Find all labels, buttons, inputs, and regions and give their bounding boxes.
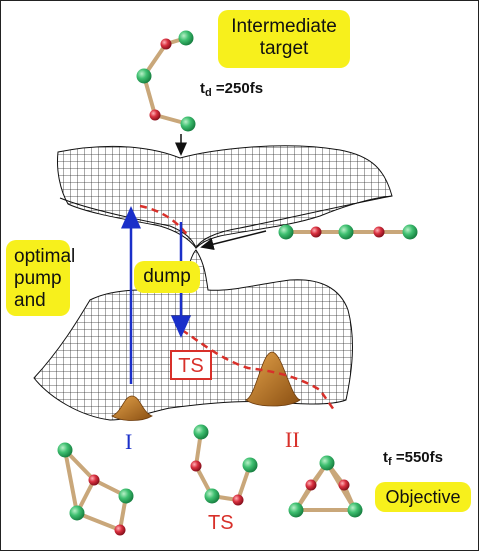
wavepacket-one: [111, 395, 153, 421]
delay-time-label: td =250fs: [200, 80, 263, 99]
final-time-label: tf =550fs: [383, 449, 443, 468]
wavepacket-two: [245, 351, 301, 407]
transition-state-box: TS: [170, 350, 212, 380]
molecule-objective: [288, 455, 363, 518]
pointer-arrow-ci: [200, 230, 267, 251]
delay-time-value: =250fs: [215, 80, 264, 97]
dump-label: dump: [134, 261, 200, 293]
molecule-state-one: [57, 442, 134, 536]
final-time-subscript: f: [388, 456, 392, 468]
reaction-path-upper: [139, 204, 189, 237]
state-two-label: II: [285, 427, 300, 452]
reaction-path-lower: [181, 328, 336, 411]
state-one-label: I: [125, 429, 133, 454]
molecule-linear: [278, 224, 418, 240]
transition-state-label: TS: [208, 512, 234, 534]
final-time-symbol: t: [383, 449, 388, 466]
molecule-ts: [190, 424, 258, 506]
final-time-value: =550fs: [395, 449, 443, 466]
intermediate-target-label: Intermediate target: [218, 10, 350, 68]
delay-time-symbol: t: [200, 80, 205, 97]
objective-label: Objective: [375, 482, 471, 512]
delay-time-subscript: d: [205, 87, 212, 99]
optimal-pump-label: optimal pump and: [6, 240, 75, 316]
molecule-intermediate: [136, 30, 196, 132]
